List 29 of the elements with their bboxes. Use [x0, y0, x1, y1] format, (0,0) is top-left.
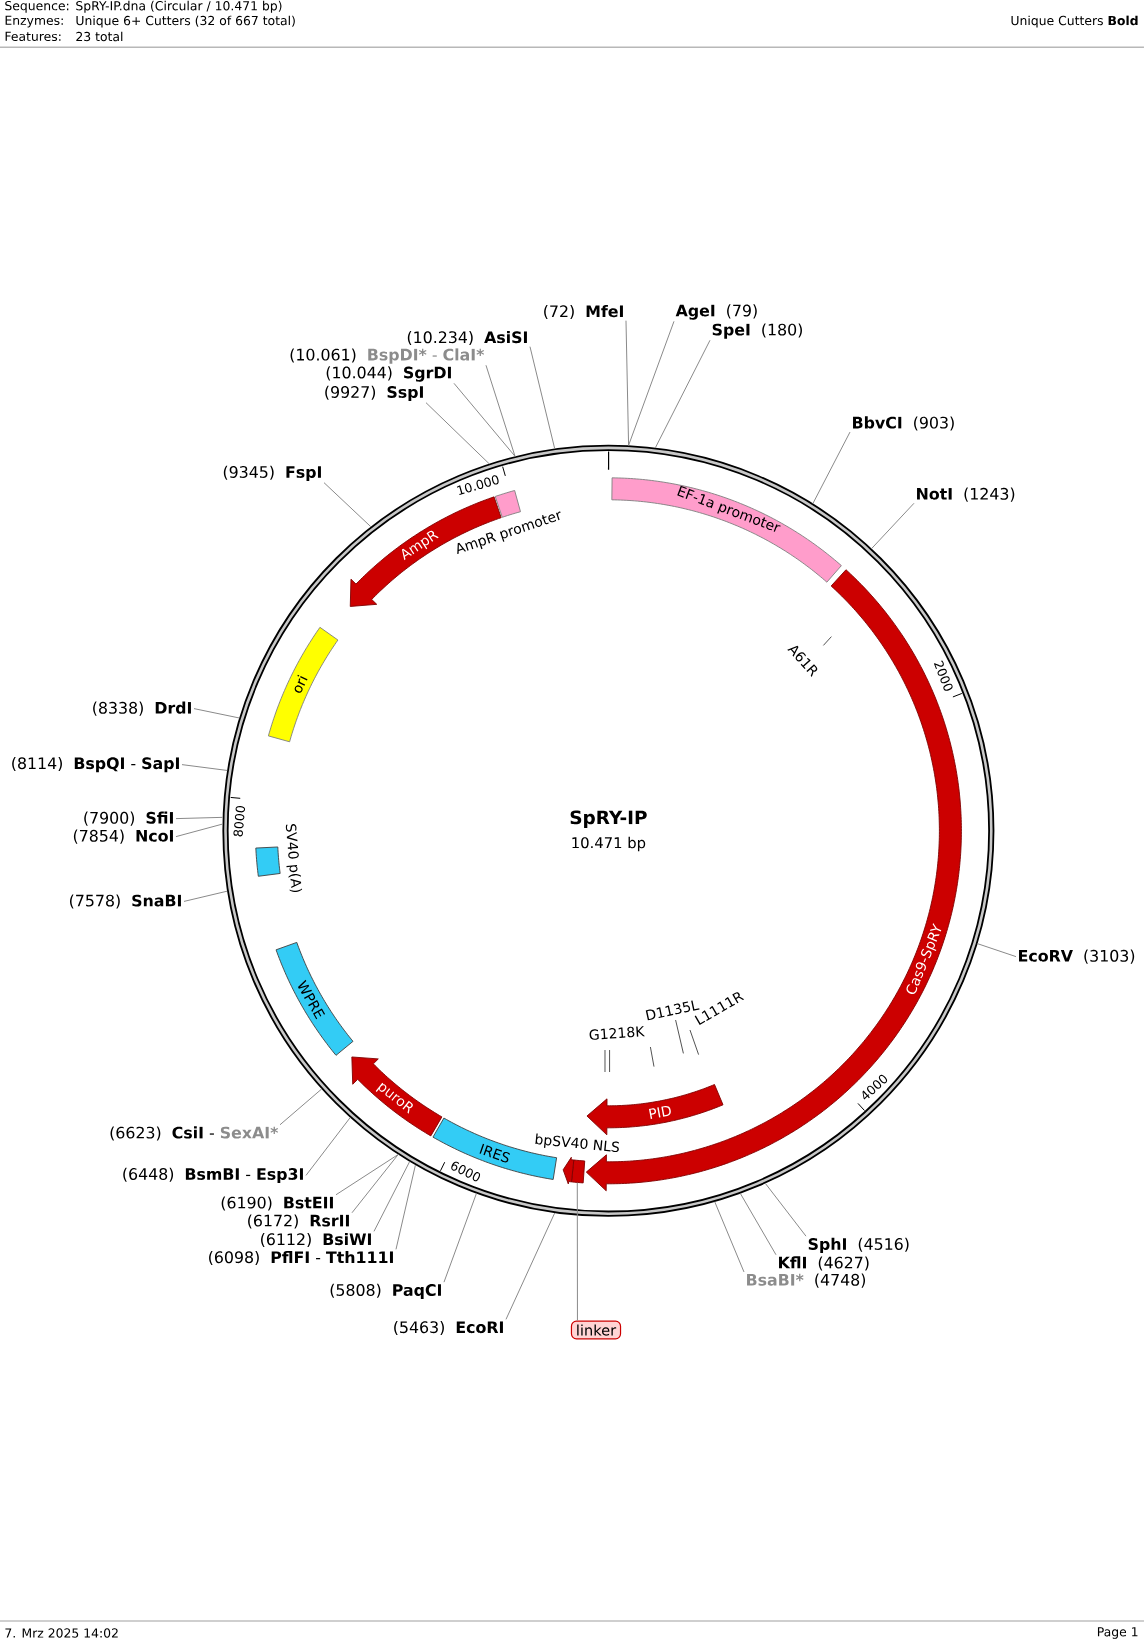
leader-line	[625, 320, 630, 446]
leader-line	[764, 1182, 807, 1237]
leader-line	[505, 1212, 556, 1320]
leader-line	[529, 346, 556, 450]
leader-line	[279, 1088, 323, 1126]
leader-line	[654, 339, 711, 449]
leader-line	[628, 320, 675, 446]
leader-line	[812, 431, 851, 504]
leader-line	[425, 402, 490, 465]
leader-line	[576, 1182, 578, 1322]
leader-line	[193, 708, 240, 719]
leader-line	[305, 1117, 351, 1176]
leader-line	[373, 1161, 411, 1232]
leader-line	[714, 1201, 745, 1273]
leader-line	[175, 823, 223, 838]
feature-bar	[571, 1159, 586, 1184]
leader-line	[871, 502, 915, 550]
leader-line	[323, 482, 372, 528]
leader-line	[175, 816, 224, 820]
leader-line	[485, 364, 516, 457]
leader-line	[335, 1154, 399, 1196]
leader-line	[977, 943, 1017, 958]
leader-line	[351, 1154, 399, 1214]
leader-line	[453, 382, 516, 457]
leader-line	[181, 764, 228, 771]
leader-line	[395, 1164, 416, 1250]
leader-line	[443, 1193, 477, 1283]
leader-line	[183, 890, 228, 902]
leader-line	[739, 1193, 777, 1256]
